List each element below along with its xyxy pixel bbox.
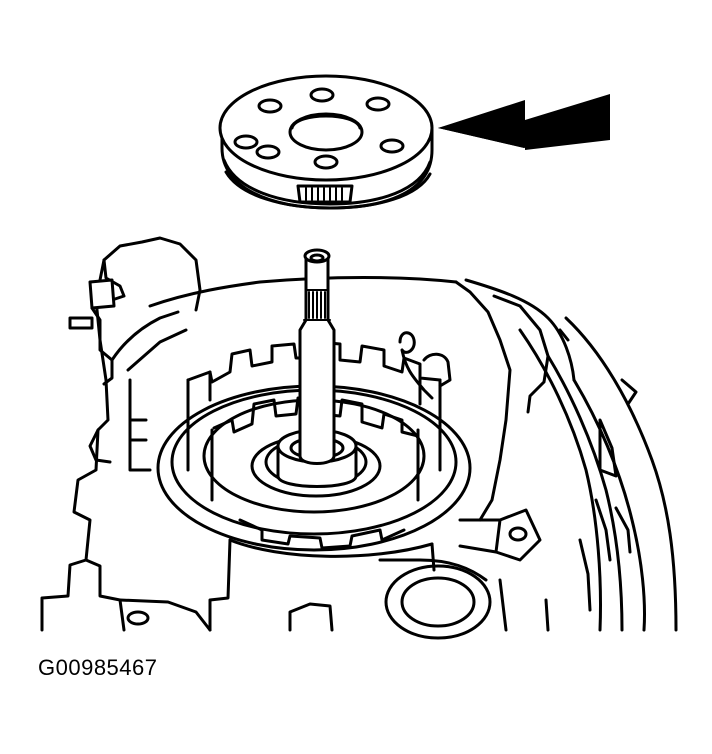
input-shaft — [298, 248, 336, 465]
thrust-bearing-part — [218, 74, 434, 210]
figure-id-label: G00985467 — [38, 655, 158, 680]
arrow-left-icon — [438, 94, 610, 150]
transmission-housing — [40, 236, 678, 640]
